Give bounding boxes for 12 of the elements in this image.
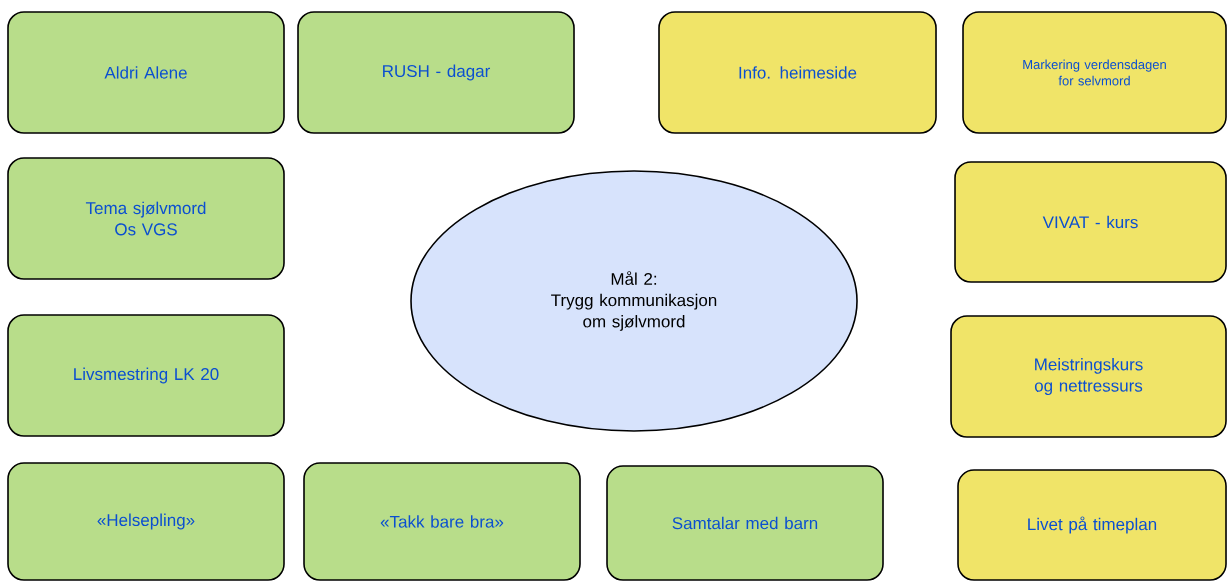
link-box: Samtalar med barn <box>606 465 884 581</box>
link-box: «Helsepling» <box>7 462 285 581</box>
link-box: Livsmestring LK 20 <box>7 314 285 437</box>
link-box: RUSH - dagar <box>297 11 575 134</box>
link-box: VIVAT - kurs <box>954 161 1227 283</box>
link-box: Markering verdensdagen for selvmord <box>962 11 1227 134</box>
link-box: Info. heimeside <box>658 11 937 134</box>
link-box: Aldri Alene <box>7 11 285 134</box>
link-box: Livet på timeplan <box>957 469 1227 581</box>
link-box: Tema sjølvmord Os VGS <box>7 157 285 280</box>
link-box: «Takk bare bra» <box>303 462 581 581</box>
link-box: Meistringskurs og nettressurs <box>950 315 1227 438</box>
